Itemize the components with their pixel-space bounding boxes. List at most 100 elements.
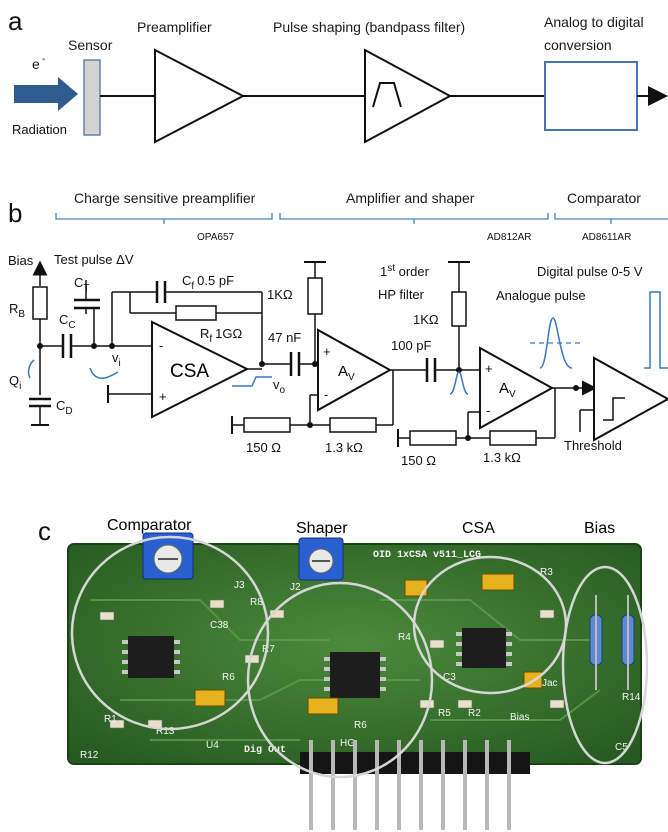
label-csa-board: CSA	[462, 520, 495, 537]
label-1k-b: 1KΩ	[413, 312, 439, 327]
label-1p3k-b: 1.3 kΩ	[483, 450, 521, 465]
svg-text:U4: U4	[206, 740, 219, 751]
svg-text:R13: R13	[156, 726, 175, 737]
label-rb: RB	[9, 301, 25, 320]
svg-text:R2: R2	[468, 708, 481, 719]
silk-jac: Jac	[542, 678, 558, 689]
label-47nf: 47 nF	[268, 330, 301, 345]
chip-ad8611ar: AD8611AR	[582, 232, 631, 243]
smd-parts	[99, 599, 565, 729]
panel-a-letter: a	[8, 6, 23, 36]
charge-arrow-icon	[27, 359, 35, 379]
label-ct: CT	[74, 275, 90, 294]
region-ellipses	[70, 535, 649, 779]
resistor-rf	[175, 305, 217, 321]
label-pulse-shaping: Pulse shaping (bandpass filter)	[273, 19, 465, 35]
section-amp-title: Amplifier and shaper	[346, 190, 475, 206]
svg-text:R6: R6	[222, 672, 235, 683]
svg-text:R1: R1	[104, 714, 117, 725]
label-qi: Qi	[9, 373, 21, 392]
node-dot	[573, 385, 579, 391]
header-pins	[300, 740, 530, 830]
panel-c: c Comparator Shaper CSA Bias	[38, 516, 649, 830]
svg-text:R3: R3	[540, 567, 553, 578]
svg-text:R6: R6	[354, 720, 367, 731]
svg-text:C5: C5	[615, 742, 628, 753]
ellipse-bias	[561, 565, 649, 765]
label-electron-sign: -	[42, 54, 45, 65]
node-dot	[307, 422, 313, 428]
brace-amp	[279, 213, 549, 224]
label-cc: CC	[59, 312, 76, 331]
analogue-pulse-icon	[539, 317, 573, 369]
label-1p3k-a: 1.3 kΩ	[325, 440, 363, 455]
csa-plus: +	[159, 389, 167, 404]
label-hp-filter: HP filter	[378, 287, 425, 302]
brace-csa	[55, 213, 273, 224]
adc-box	[544, 61, 638, 131]
sensor-block	[83, 59, 101, 136]
label-preamplifier: Preamplifier	[137, 19, 212, 35]
svg-text:R8: R8	[250, 597, 263, 608]
label-digital-pulse: Digital pulse 0-5 V	[537, 264, 643, 279]
silk-bias: Bias	[510, 712, 529, 723]
label-radiation: Radiation	[12, 122, 67, 137]
svg-text:R14: R14	[622, 692, 641, 703]
resistor-1p3k-a	[329, 417, 377, 433]
panel-c-letter: c	[38, 516, 51, 546]
label-analogue-pulse: Analogue pulse	[496, 288, 586, 303]
bandpass-icon	[372, 82, 402, 108]
label-100pf: 100 pF	[391, 338, 432, 353]
label-150-b: 150 Ω	[401, 453, 436, 468]
comparator-icon	[593, 356, 668, 442]
svg-text:J3: J3	[234, 580, 245, 591]
amp2-minus: -	[486, 403, 490, 418]
preamplifier-triangle-icon	[154, 48, 246, 144]
label-vi: vi	[112, 350, 121, 369]
hp-pulse-icon	[449, 371, 469, 395]
radiation-arrow-icon	[14, 77, 78, 111]
ellipse-shaper	[246, 581, 434, 779]
svg-text:J2: J2	[290, 582, 301, 593]
resistor-1k-b	[451, 291, 467, 327]
silk-parts: R8 R7 R6 R1 R13 R12 R4 R5 R2 R3 R6 C3 R1…	[80, 567, 641, 761]
panel-b: b Charge sensitive preamplifier Amplifie…	[8, 190, 668, 468]
ic-pins	[122, 632, 512, 691]
section-csa-title: Charge sensitive preamplifier	[74, 190, 256, 206]
label-vo: vo	[273, 377, 286, 396]
label-adc-line2: conversion	[544, 37, 612, 53]
amp1-plus: +	[323, 344, 331, 359]
ic-shaper	[330, 652, 380, 698]
vo-pulse-icon	[232, 376, 272, 387]
bias-resistors	[589, 595, 635, 690]
svg-text:C3: C3	[443, 672, 456, 683]
label-comparator: Comparator	[107, 517, 192, 534]
node-dot	[456, 367, 462, 373]
resistor-1p3k-b	[489, 430, 537, 446]
label-test-pulse: Test pulse ΔV	[54, 252, 134, 267]
node-dot	[465, 435, 471, 441]
label-av1: AV	[338, 363, 355, 383]
tantalum-capacitors	[194, 573, 543, 715]
digital-pulse-icon	[644, 291, 668, 369]
svg-text:R7: R7	[262, 644, 275, 655]
label-electron: e	[32, 56, 40, 72]
section-comp-title: Comparator	[567, 190, 641, 206]
node-dot	[312, 361, 318, 367]
resistor-150-b	[409, 430, 457, 446]
svg-text:R4: R4	[398, 632, 411, 643]
svg-text:R5: R5	[438, 708, 451, 719]
silk-title: OID 1xCSA v511_LCG	[373, 550, 481, 561]
label-shaper: Shaper	[296, 520, 348, 537]
csa-minus: -	[159, 338, 163, 353]
chip-ad812ar: AD812AR	[487, 232, 531, 243]
label-cd: CD	[56, 398, 73, 417]
chip-opa657: OPA657	[197, 232, 234, 243]
ic-csa	[462, 628, 506, 668]
ellipse-comparator	[70, 535, 270, 731]
label-sensor: Sensor	[68, 37, 113, 53]
label-bias-board: Bias	[584, 520, 615, 537]
svg-text:R12: R12	[80, 750, 99, 761]
